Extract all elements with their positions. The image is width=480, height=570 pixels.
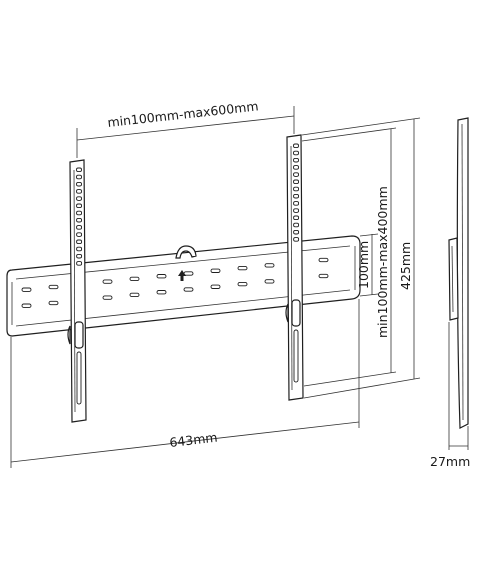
mount-hole bbox=[76, 210, 83, 216]
mount-hole bbox=[293, 157, 299, 163]
mount-hole bbox=[293, 229, 300, 235]
rail-slot bbox=[48, 284, 59, 290]
vertical-min-label: 100mm bbox=[356, 241, 371, 289]
side-profile-view: 27mm bbox=[430, 117, 470, 469]
rail-slot bbox=[156, 274, 167, 279]
left-vertical-arm bbox=[67, 159, 87, 423]
rail-slot bbox=[318, 257, 329, 263]
rail-slot bbox=[210, 284, 221, 289]
mount-hole bbox=[76, 217, 83, 223]
rail-slot bbox=[102, 279, 113, 284]
mount-hole bbox=[76, 225, 83, 230]
mount-hole bbox=[293, 143, 299, 149]
rail-slot bbox=[183, 271, 194, 276]
depth-label: 27mm bbox=[430, 454, 470, 469]
mount-hole bbox=[293, 172, 299, 177]
mount-hole bbox=[293, 150, 299, 156]
dimension-vertical-min: 100mm bbox=[356, 233, 379, 297]
dimension-overall-height: 425mm bbox=[301, 117, 421, 399]
rail-slot bbox=[129, 292, 140, 298]
right-vertical-arm bbox=[285, 134, 304, 401]
mount-hole bbox=[76, 189, 82, 194]
mount-hole bbox=[76, 203, 83, 209]
mount-hole bbox=[76, 261, 83, 266]
vertical-range-label: min100mm-max400mm bbox=[375, 186, 390, 338]
dimension-arm-spacing: min100mm-max600mm bbox=[76, 98, 295, 158]
rail-slot bbox=[264, 279, 275, 284]
rail-slot bbox=[318, 273, 329, 279]
mount-hole bbox=[293, 222, 300, 228]
rail-slots bbox=[21, 257, 329, 308]
rail-hook bbox=[175, 245, 197, 259]
dimension-overall-width: 643mm bbox=[10, 299, 360, 468]
rail-slot bbox=[210, 268, 221, 273]
overall-height-label: 425mm bbox=[398, 242, 413, 290]
mount-hole bbox=[76, 167, 82, 173]
rail-slot bbox=[264, 263, 275, 268]
mount-hole bbox=[293, 165, 299, 170]
mount-hole bbox=[76, 253, 83, 259]
right-arm-holes bbox=[293, 143, 300, 242]
rail-slot bbox=[183, 287, 194, 292]
mount-hole bbox=[76, 174, 82, 180]
overall-width-label: 643mm bbox=[169, 430, 219, 450]
mount-hole bbox=[293, 215, 300, 221]
arm-spacing-label: min100mm-max600mm bbox=[107, 98, 259, 130]
wall-rail bbox=[6, 235, 361, 337]
rail-slot bbox=[21, 287, 32, 292]
mount-hole bbox=[76, 246, 83, 252]
mount-hole bbox=[293, 237, 300, 242]
mount-hole bbox=[293, 208, 300, 213]
mount-hole bbox=[76, 239, 83, 245]
rail-slot bbox=[21, 303, 32, 308]
rail-slot bbox=[129, 276, 140, 282]
mount-hole bbox=[293, 186, 300, 192]
rail-slot bbox=[237, 281, 248, 287]
rail-slot bbox=[237, 265, 248, 271]
mount-hole bbox=[293, 193, 300, 199]
rail-slot bbox=[102, 295, 113, 300]
dimension-vertical-range: min100mm-max400mm bbox=[301, 127, 397, 387]
rail-slot bbox=[48, 300, 59, 306]
mount-hole bbox=[76, 232, 83, 237]
mount-hole bbox=[293, 179, 299, 185]
level-arrow bbox=[178, 270, 186, 281]
mount-hole bbox=[293, 201, 300, 206]
left-arm-holes bbox=[76, 167, 83, 266]
rail-slot bbox=[156, 290, 167, 295]
mount-hole bbox=[76, 196, 82, 201]
mount-hole bbox=[76, 181, 82, 187]
